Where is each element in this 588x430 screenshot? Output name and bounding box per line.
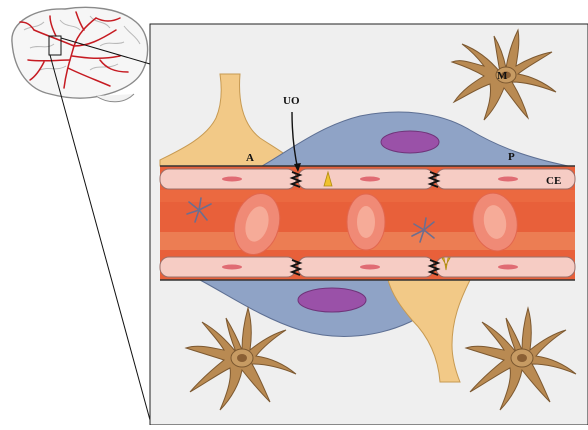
label-tight-junction: UO: [283, 95, 300, 107]
label-endothelial-cell: CE: [546, 175, 561, 187]
label-pericyte: P: [508, 151, 515, 163]
endothelial-layer-top: [160, 169, 575, 189]
pericyte-nucleus-top: [381, 131, 439, 153]
pericyte-nucleus-bottom: [298, 288, 366, 312]
label-astrocyte: A: [246, 152, 254, 164]
endothelial-layer-bottom: [160, 257, 575, 277]
label-microglia: M: [497, 70, 508, 82]
brain-icon: [12, 7, 148, 101]
